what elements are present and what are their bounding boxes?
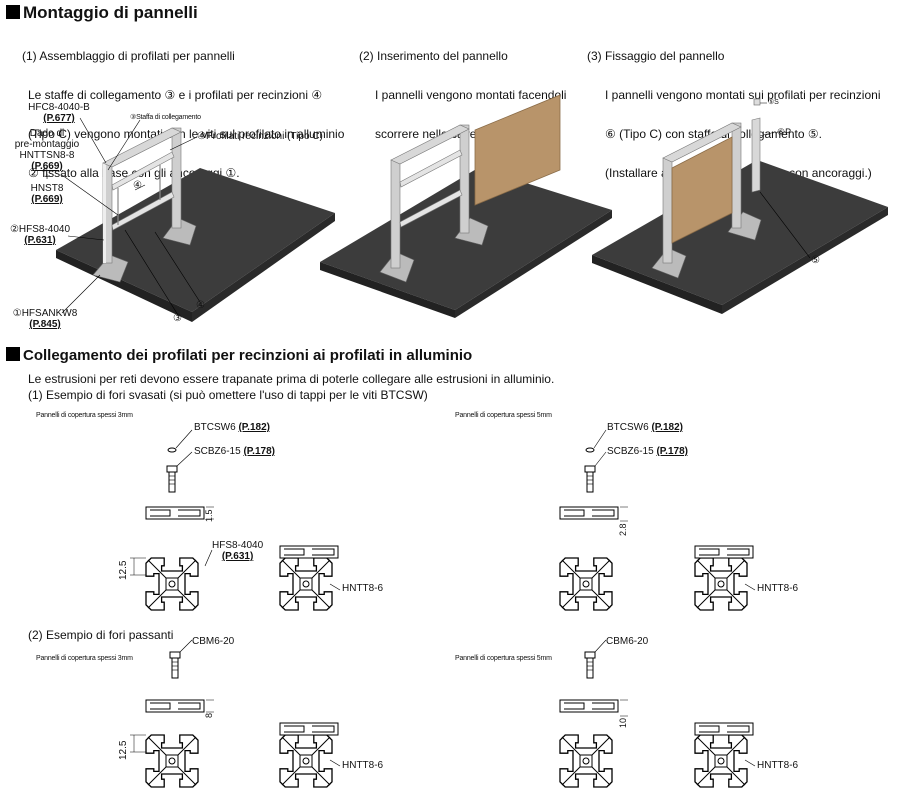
dim-2-8: 2.8 — [618, 523, 628, 536]
label-c4b: ④ — [196, 300, 205, 311]
dim-8: 8 — [204, 712, 214, 718]
detail-3mm-countersunk — [130, 429, 341, 611]
panel-5mm-label-2: Pannelli di copertura spessi 5mm — [455, 655, 552, 662]
section2-intro: Le estrusioni per reti devono essere tra… — [28, 372, 555, 386]
dim-10: 10 — [618, 717, 628, 728]
label-anchor: ①HFSANKW8 (P.845) — [12, 308, 78, 330]
panel-3mm-label-1: Pannelli di copertura spessi 3mm — [36, 412, 133, 419]
detail-5mm-through — [559, 639, 756, 788]
label-hntt-1: HNTT8-6 — [342, 583, 384, 594]
label-dado: Dado di pre-montaggio HNTTSN8-8 (P.669) … — [14, 128, 80, 205]
label-hntt-2: HNTT8-6 — [757, 583, 799, 594]
label-c3: ③ — [173, 313, 182, 324]
section-marker-icon — [6, 5, 20, 19]
label-scbz-3mm: SCBZ6-15 (P.178) — [194, 446, 275, 457]
dim-12-5-a: 12.5 — [118, 560, 129, 580]
section2-title: Collegamento dei profilati per recinzion… — [6, 347, 472, 364]
label-hntt-3: HNTT8-6 — [342, 760, 384, 771]
assembly-step1-illustration — [56, 117, 335, 322]
label-hfs: ②HFS8-4040 (P.631) — [9, 224, 71, 246]
label-s5: ⑤S — [768, 99, 779, 106]
label-p6: ⑥P — [777, 127, 792, 137]
section-marker-icon — [6, 347, 20, 361]
detail-5mm-countersunk — [559, 429, 756, 611]
section2-sub2: (2) Esempio di fori passanti — [28, 628, 174, 642]
label-cbm-3mm: CBM6-20 — [192, 636, 235, 647]
dim-1-5: 1.5 — [204, 509, 214, 522]
label-scbz-5mm: SCBZ6-15 (P.178) — [607, 446, 688, 457]
label-c4a: ④ — [133, 180, 142, 191]
label-staffa: ③Staffa di collegamento — [130, 114, 201, 121]
label-c5: ⑤ — [811, 255, 820, 266]
assembly-step2-illustration — [320, 94, 612, 318]
section1-title: Montaggio di pannelli — [6, 3, 198, 23]
label-btcsw-5mm: BTCSW6 (P.182) — [607, 422, 683, 433]
assembly-step3-illustration — [592, 98, 888, 314]
detail-3mm-through — [130, 639, 341, 788]
panel-3mm-label-2: Pannelli di copertura spessi 3mm — [36, 655, 133, 662]
label-hfc: HFC8-4040-B (P.677) — [28, 102, 90, 124]
dim-12-5-b: 12.5 — [118, 740, 129, 760]
assembly-illustrations — [56, 94, 888, 322]
label-hfs-detail: HFS8-4040 (P.631) — [212, 540, 264, 562]
label-btcsw-3mm: BTCSW6 (P.182) — [194, 422, 270, 433]
label-cbm-5mm: CBM6-20 — [606, 636, 649, 647]
label-hntt-4: HNTT8-6 — [757, 760, 799, 771]
label-profilati: ④Profilati recinzioni (Tipo C) — [197, 131, 323, 142]
panel-5mm-label-1: Pannelli di copertura spessi 5mm — [455, 412, 552, 419]
section2-sub1: (1) Esempio di fori svasati (si può omet… — [28, 388, 428, 402]
step1-text: (1) Assemblaggio di profilati per pannel… — [22, 49, 345, 180]
